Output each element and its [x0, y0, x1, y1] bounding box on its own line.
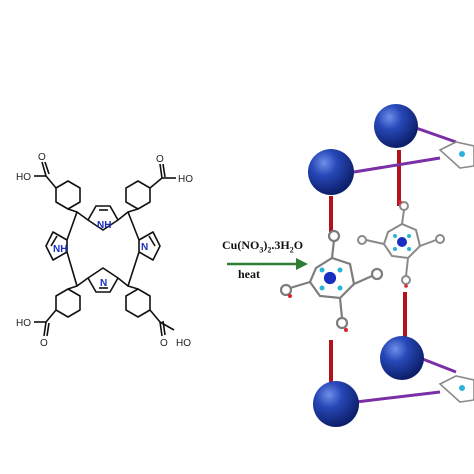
cooh-o-top-right: O	[156, 154, 164, 165]
metal-node-sphere-bottom-left	[313, 381, 359, 427]
purple-link-top	[353, 156, 441, 174]
phenyl-bottom-right	[125, 285, 175, 337]
phenyl-top-left	[34, 161, 81, 213]
reaction-arrow	[227, 258, 308, 270]
cooh-ho-top-left: HO	[16, 172, 31, 183]
phenyl-top-right	[125, 163, 176, 213]
reagent-part-3: .3H	[271, 238, 290, 252]
porphyrin-edge-top	[438, 141, 474, 169]
metal-node-sphere-top-right	[374, 104, 418, 148]
reagent-part-2: )	[263, 238, 268, 252]
cooh-o-bottom-right: O	[160, 338, 168, 349]
cooh-ho-bottom-right: HO	[176, 338, 191, 349]
cooh-ho-top-right: HO	[178, 174, 193, 185]
purple-link-upper-right	[415, 126, 457, 144]
reagent-sub-3: 2	[289, 245, 294, 255]
purple-link-bottom	[355, 390, 441, 404]
metal-node-sphere-bottom-right	[380, 336, 424, 380]
reagent-part-4: O	[293, 238, 304, 252]
purple-link-lower-right	[419, 356, 457, 374]
cooh-ho-bottom-left: HO	[16, 318, 31, 329]
metal-node-sphere-top-left	[308, 149, 354, 195]
condition-label: heat	[238, 267, 260, 281]
pyrrole-nh-left: NH	[53, 244, 67, 255]
porphyrin-unit-front	[279, 229, 384, 332]
pyrrole-nh-top: NH	[97, 220, 111, 231]
molecule-labels: HO O HO O HO O HO O NH NH N N	[16, 152, 193, 349]
phenyl-bottom-left	[34, 285, 81, 337]
reagent-label: Cu(NO3)2.3H2O	[222, 238, 303, 254]
tcpp-molecule	[34, 161, 176, 337]
cooh-o-top-left: O	[38, 152, 46, 163]
porphyrin-unit-back	[357, 200, 445, 288]
reagent-part-1: Cu(NO	[222, 238, 260, 252]
pyrrole-n-bottom: N	[100, 278, 107, 289]
cooh-o-bottom-left: O	[40, 338, 48, 349]
mof-framework	[279, 104, 474, 427]
reagent-sub-2: 2	[267, 245, 272, 255]
pyrrole-n-right: N	[141, 242, 148, 253]
reagent-sub-1: 3	[259, 245, 264, 255]
porphyrin-edge-bottom	[438, 375, 474, 403]
